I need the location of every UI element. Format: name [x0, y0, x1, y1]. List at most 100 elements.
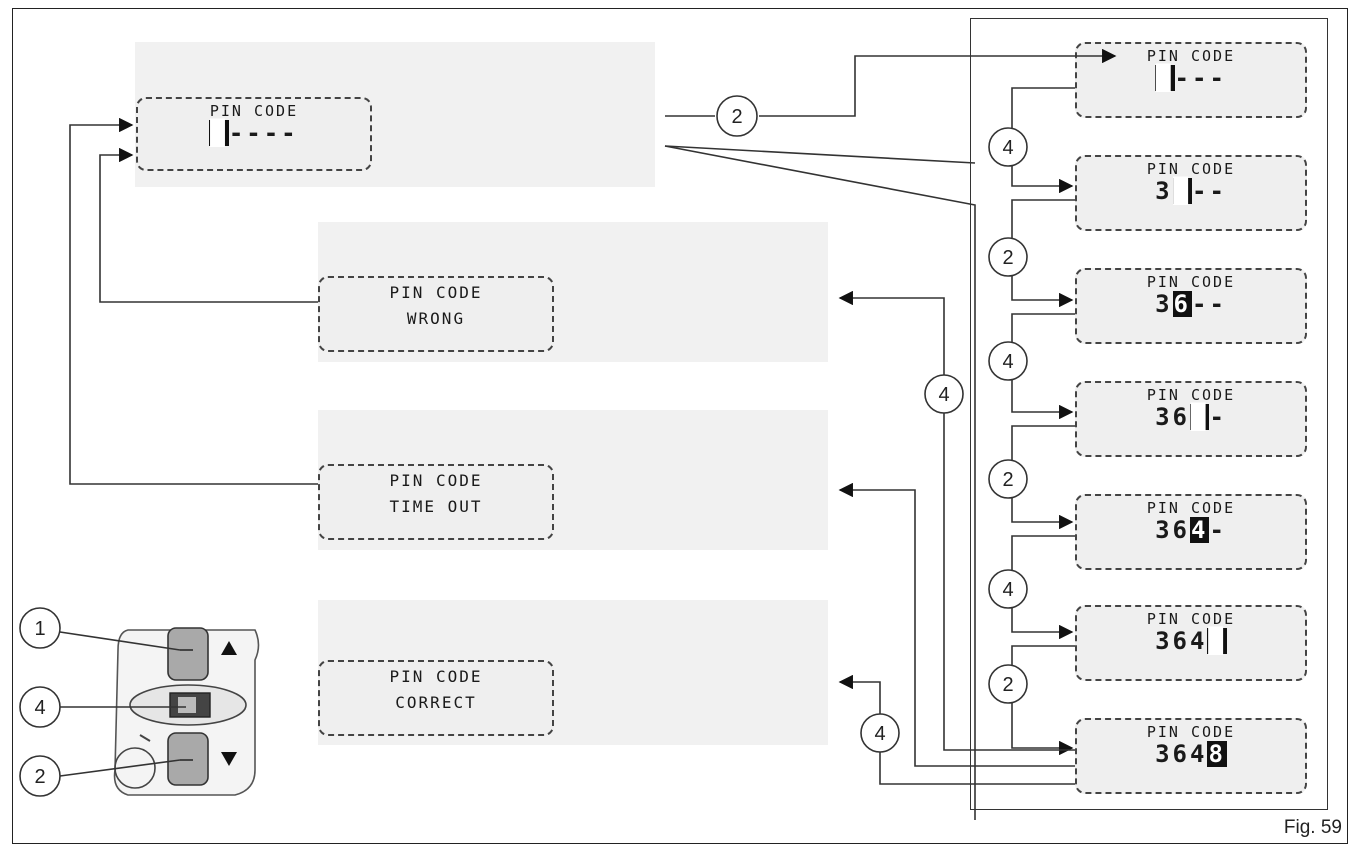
- link-timeout-to-main: [69, 117, 318, 485]
- pin-step-entered: 364: [1155, 627, 1208, 655]
- pin-step-cursor: █: [1172, 177, 1192, 205]
- pin-entry-sequence-panel: [970, 18, 1328, 810]
- pin-step-display: PIN CODE █---: [1075, 42, 1307, 118]
- figure-frame: [12, 8, 1348, 844]
- pin-wrong-title: PIN CODE: [389, 283, 483, 302]
- button-callout-circle: [19, 686, 61, 728]
- arrow-down-icon: [221, 752, 237, 766]
- pin-step-title: PIN CODE: [1146, 47, 1236, 65]
- pin-step-entered: 364: [1155, 740, 1208, 768]
- handlebar-switch: [113, 627, 260, 796]
- callout-label: 2: [1002, 247, 1013, 269]
- callout-circle: [988, 127, 1028, 167]
- callout-circle: [988, 664, 1028, 704]
- link-final-to-correct: [838, 674, 881, 714]
- pin-step-cursor: 6: [1172, 290, 1192, 318]
- callout-label: 2: [731, 106, 742, 128]
- chain-link: [1011, 645, 1075, 665]
- callout-circle: [988, 459, 1028, 499]
- callout-label: 4: [1002, 351, 1013, 373]
- pin-step-title: PIN CODE: [1146, 273, 1236, 291]
- pin-correct-title: PIN CODE: [389, 667, 483, 686]
- pin-step-display: PIN CODE 3█--: [1075, 155, 1307, 231]
- callout-label: 2: [1002, 469, 1013, 491]
- pin-step-cursor: 4: [1190, 516, 1210, 544]
- pin-step-rest: -: [1209, 403, 1227, 431]
- chain-link: [1011, 535, 1075, 570]
- main-pin-display: PIN CODE █----: [136, 97, 372, 171]
- main-pin-digits: ----: [228, 119, 299, 147]
- callout-circle: [988, 341, 1028, 381]
- link-final-to-correct: [879, 752, 1075, 785]
- callout-circle: [988, 237, 1028, 277]
- main-pin-cursor: █: [209, 119, 229, 147]
- pin-step-cursor: █: [1207, 627, 1227, 655]
- callout-label: 4: [1002, 579, 1013, 601]
- chain-link: [1011, 166, 1074, 194]
- callout-label: 4: [938, 384, 949, 406]
- pin-step-display: PIN CODE 36--: [1075, 268, 1307, 344]
- link-final-to-wrong: [943, 412, 1075, 751]
- pin-step-entered: 3: [1155, 177, 1173, 205]
- pin-step-cursor: █: [1155, 64, 1175, 92]
- callout-circle: [716, 95, 758, 137]
- callout-label: 4: [1002, 137, 1013, 159]
- chain-link: [1011, 608, 1074, 640]
- link-final-to-wrong: [838, 290, 945, 376]
- pin-wrong-display: PIN CODE WRONG: [318, 276, 554, 352]
- button-callout-circle: [19, 755, 61, 797]
- callout-circle: [860, 713, 900, 753]
- main-pin-title: PIN CODE: [209, 102, 299, 120]
- pin-step-title: PIN CODE: [1146, 386, 1236, 404]
- pin-step-rest: --: [1192, 177, 1227, 205]
- pin-wrong-message: WRONG: [406, 309, 466, 328]
- callout-circle: [924, 374, 964, 414]
- pin-step-display: PIN CODE 3648: [1075, 718, 1307, 794]
- leader-line: [59, 759, 181, 777]
- pin-step-title: PIN CODE: [1146, 499, 1236, 517]
- chain-link: [1011, 276, 1074, 308]
- pin-step-display: PIN CODE 364█: [1075, 605, 1307, 681]
- pin-step-entered: 36: [1155, 516, 1190, 544]
- button-callout-label: 4: [34, 697, 45, 719]
- pin-step-title: PIN CODE: [1146, 160, 1236, 178]
- figure-label: Fig. 59: [1283, 817, 1342, 838]
- pin-timeout-display: PIN CODE TIME OUT: [318, 464, 554, 540]
- callout-label: 2: [1002, 674, 1013, 696]
- pin-step-rest: ---: [1174, 64, 1227, 92]
- chain-link: [1011, 199, 1075, 238]
- pin-step-title: PIN CODE: [1146, 610, 1236, 628]
- chain-link: [1011, 313, 1075, 342]
- callout-circle: [988, 569, 1028, 609]
- chain-link: [1011, 498, 1074, 530]
- pin-step-title: PIN CODE: [1146, 723, 1236, 741]
- diagonal-line: [664, 145, 976, 164]
- link-wrong-to-main: [99, 147, 318, 303]
- link-final-to-timeout: [838, 482, 1075, 767]
- pin-step-cursor: █: [1190, 403, 1210, 431]
- pin-step-display: PIN CODE 36█-: [1075, 381, 1307, 457]
- diagonal-line: [664, 145, 976, 820]
- chain-link: [1011, 425, 1075, 460]
- pin-step-entered: 36: [1155, 403, 1190, 431]
- button-callout-label: 1: [34, 618, 45, 640]
- link-main-to-step1: [759, 48, 1117, 117]
- leader-line: [59, 631, 181, 651]
- chain-link: [1011, 380, 1074, 420]
- arrow-up-icon: [221, 641, 237, 655]
- button-up: [167, 627, 209, 681]
- pin-step-rest: -: [1209, 516, 1227, 544]
- pin-step-entered: 3: [1155, 290, 1173, 318]
- callout-label: 4: [874, 723, 885, 745]
- pin-timeout-title: PIN CODE: [389, 471, 483, 490]
- pin-correct-message: CORRECT: [395, 693, 477, 712]
- button-callout-label: 2: [34, 766, 45, 788]
- chain-link: [1011, 87, 1075, 128]
- pin-timeout-message: TIME OUT: [389, 497, 483, 516]
- chain-link: [1011, 703, 1074, 756]
- pin-step-cursor: 8: [1207, 740, 1227, 768]
- pin-step-display: PIN CODE 364-: [1075, 494, 1307, 570]
- pin-correct-display: PIN CODE CORRECT: [318, 660, 554, 736]
- button-callout-circle: [19, 607, 61, 649]
